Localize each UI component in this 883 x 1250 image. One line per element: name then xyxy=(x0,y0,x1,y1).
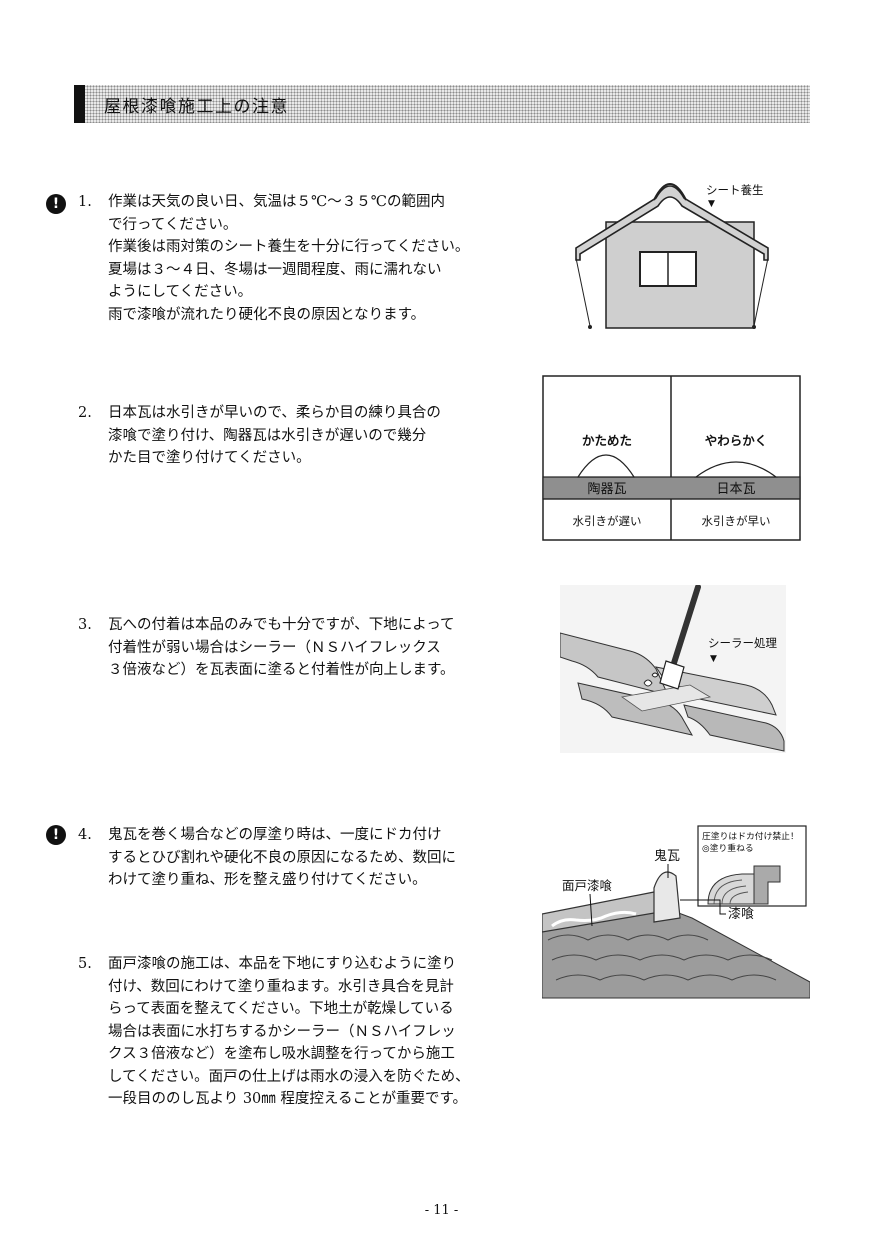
label-plaster: 漆喰 xyxy=(728,906,754,922)
onigawara-body xyxy=(653,871,681,923)
pointer-arrow-icon: ▼ xyxy=(710,654,717,664)
label-soft: やわらかく xyxy=(705,433,768,448)
section-header-band xyxy=(74,85,810,123)
note-line: 付け、数回にわけて塗り重ねます。水引き具合を見計 xyxy=(108,978,454,995)
exclamation-circle-icon: ! xyxy=(46,194,66,214)
note-item-2: 2. 日本瓦は水引きが早いので、柔らか目の練り具合の 漆喰で塗り付け、陶器瓦は水… xyxy=(78,402,441,470)
note-line: わけて塗り重ね、形を整え盛り付けてください。 xyxy=(108,872,427,888)
detail-onigawara xyxy=(753,865,781,905)
sealer-treatment-figure: シーラー処理 ▼ xyxy=(560,585,786,753)
roof-tile-pattern xyxy=(547,934,777,981)
note-line: 夏場は３～４日、冬場は一週間程度、雨に濡れない xyxy=(108,261,442,278)
exclamation-circle-icon: ! xyxy=(46,825,66,845)
tile-band xyxy=(542,476,801,500)
detail-box-line-1: 圧塗りはドカ付け禁止！ xyxy=(702,830,799,842)
note-line: 一段目ののし瓦より 30㎜ 程度控えることが重要です。 xyxy=(108,1091,467,1107)
leader-mendo xyxy=(589,893,593,927)
note-line: らって表面を整えてください。下地土が乾燥している xyxy=(108,1001,454,1017)
note-number: 4. xyxy=(78,827,92,843)
note-line: 付着性が弱い場合はシーラー（ＮＳハイフレックス xyxy=(108,639,441,656)
brush-handle xyxy=(671,585,701,666)
note-line: ようにしてください。 xyxy=(108,284,253,300)
detail-layer-lines xyxy=(713,879,749,905)
note-line: するとひび割れや硬化不良の原因になるため、数回に xyxy=(108,849,456,866)
note-line: ３倍液など）を瓦表面に塗ると付着性が向上します。 xyxy=(108,662,455,678)
note-number: 2. xyxy=(78,405,92,421)
plaster-mound-hard xyxy=(576,454,636,478)
label-ceramic-tile: 陶器瓦 xyxy=(587,481,626,497)
section-header-bar xyxy=(74,85,85,123)
note-item-3: 3. 瓦への付着は本品のみでも十分ですが、下地によって 付着性が弱い場合はシーラ… xyxy=(78,614,455,682)
roof-tile-row-1 xyxy=(560,632,669,696)
roof-ridge xyxy=(653,183,687,201)
note-line: 雨で漆喰が流れたり硬化不良の原因となります。 xyxy=(108,306,426,323)
note-line: かた目で塗り付けてください。 xyxy=(108,450,311,466)
sealer-label: シーラー処理 xyxy=(708,636,777,650)
plaster-mound-soft xyxy=(694,461,778,478)
label-mendo-plaster: 面戸漆喰 xyxy=(562,878,613,893)
detail-box-line-2: ◎塗り重ねる xyxy=(702,842,754,854)
note-number: 3. xyxy=(78,617,92,633)
brush-icon xyxy=(659,660,685,690)
note-item-4: 4. 鬼瓦を巻く場合などの厚塗り時は、一度にドカ付け するとひび割れや硬化不良の… xyxy=(78,824,456,892)
house-wall xyxy=(605,221,755,329)
label-hard: かためた xyxy=(582,433,632,448)
note-item-1: 1. 作業は天気の良い日、気温は５℃～３５℃の範囲内 で行ってください。 作業後… xyxy=(78,191,469,326)
sealer-splash xyxy=(643,672,659,687)
sheet-rope-right xyxy=(753,257,769,327)
sheet-weight-right xyxy=(752,325,756,329)
sheet-curing-label: シート養生 xyxy=(706,183,764,197)
note-line: 瓦への付着は本品のみでも十分ですが、下地によって xyxy=(108,617,455,633)
sheet-weight-left xyxy=(588,325,592,329)
note-number: 1. xyxy=(78,194,92,210)
pointer-arrow-icon: ▼ xyxy=(708,199,715,209)
note-line: 漆喰で塗り付け、陶器瓦は水引きが遅いので幾分 xyxy=(108,427,427,444)
note-line: 日本瓦は水引きが早いので、柔らか目の練り具合の xyxy=(108,405,441,421)
note-line: 作業は天気の良い日、気温は５℃～３５℃の範囲内 xyxy=(108,194,445,210)
tile-comparison-figure: かためた やわらかく 陶器瓦 日本瓦 水引きが遅い 水引きが早い xyxy=(542,375,801,541)
note-line: 鬼瓦を巻く場合などの厚塗り時は、一度にドカ付け xyxy=(108,827,442,843)
page-number: - 11 - xyxy=(424,1203,459,1218)
sheet-rope-left xyxy=(575,257,591,327)
note-line: してください。面戸の仕上げは雨水の浸入を防ぐため、 xyxy=(108,1068,470,1085)
leader-plaster xyxy=(680,899,726,915)
note-line: 面戸漆喰の施工は、本品を下地にすり込むように塗り xyxy=(108,956,457,972)
note-line: クス３倍液など）を塗布し吸水調整を行ってから施工 xyxy=(108,1046,455,1062)
note-number: 5. xyxy=(78,956,92,972)
detail-plaster-layers xyxy=(707,873,755,905)
note-line: 作業後は雨対策のシート養生を十分に行ってください。 xyxy=(108,239,470,255)
label-onigawara: 鬼瓦 xyxy=(654,848,680,864)
label-japanese-tile: 日本瓦 xyxy=(716,482,755,497)
label-absorption-fast: 水引きが早い xyxy=(702,514,771,528)
section-title: 屋根漆喰施工上の注意 xyxy=(104,97,289,117)
onigawara-figure: 圧塗りはドカ付け禁止！ ◎塗り重ねる 鬼瓦 面戸漆喰 漆喰 xyxy=(542,825,810,999)
note-item-5: 5. 面戸漆喰の施工は、本品を下地にすり込むように塗り 付け、数回にわけて塗り重… xyxy=(78,953,470,1111)
note-line: で行ってください。 xyxy=(108,216,238,233)
plaster-mendo xyxy=(551,910,637,928)
house-sheet-curing-figure: シート養生 ▼ xyxy=(575,183,769,329)
house-roof xyxy=(575,185,769,261)
sealer-applied-band xyxy=(620,684,712,712)
roof-tile-row-4 xyxy=(683,704,785,752)
note-line: 場合は表面に水打ちするかシーラー（ＮＳハイフレッ xyxy=(108,1023,456,1040)
label-absorption-slow: 水引きが遅い xyxy=(573,514,642,528)
